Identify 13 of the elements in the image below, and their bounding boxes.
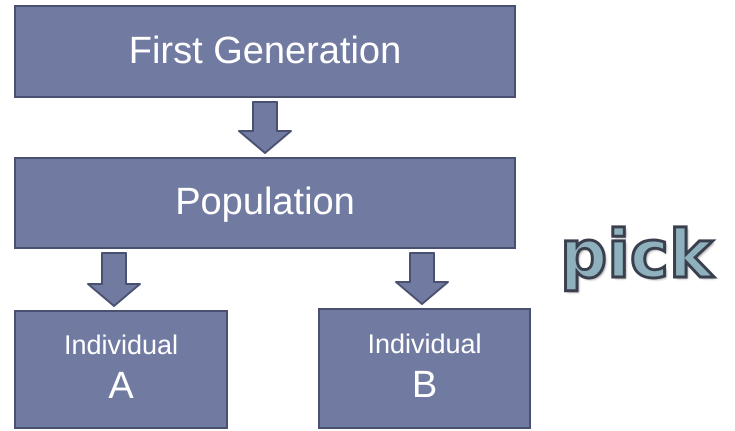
process-box (14, 5, 516, 98)
box-letter: B (412, 362, 438, 408)
box-title: Individual (64, 328, 178, 362)
process-box (318, 308, 531, 429)
box-letter: A (108, 364, 134, 409)
block-arrow (238, 101, 292, 154)
box-title: First Generation (128, 28, 402, 74)
box-title: Individual (367, 328, 482, 361)
block-arrow (87, 252, 141, 307)
box-title: Population (175, 180, 355, 226)
block-arrow (395, 252, 449, 305)
process-box (14, 157, 516, 249)
process-box (14, 310, 228, 429)
